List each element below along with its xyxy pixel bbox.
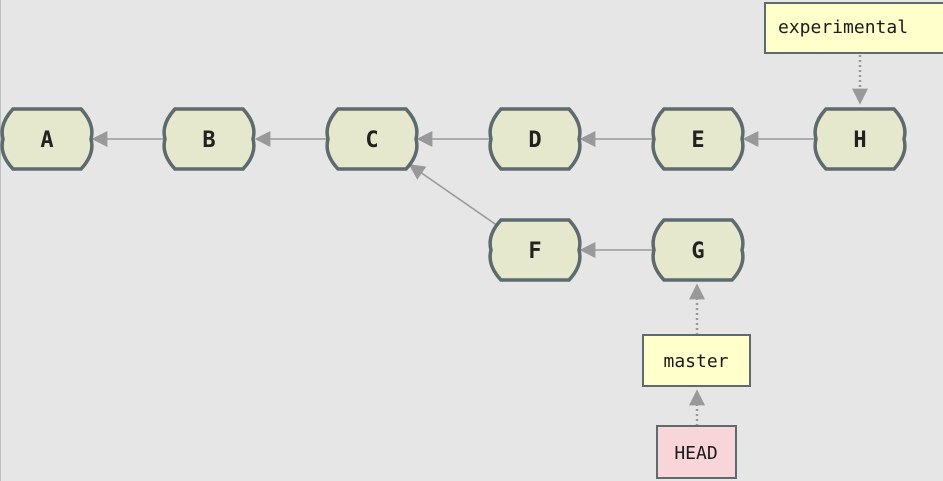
head-label: HEAD — [674, 443, 717, 464]
commit-label-d: D — [528, 128, 541, 153]
commit-shape-a — [0, 107, 94, 171]
commit-shape-d — [488, 107, 582, 171]
commit-label-c: C — [365, 128, 378, 153]
commit-shape-h — [813, 107, 907, 171]
commit-shape-e — [651, 107, 745, 171]
commit-node-g: G — [651, 218, 745, 282]
link-f-to-c — [408, 164, 499, 227]
refs: experimental master HEAD — [642, 2, 943, 479]
branch-label-experimental: experimental — [778, 17, 908, 38]
head-ref: HEAD — [656, 425, 737, 479]
branch-ref-experimental: experimental — [764, 2, 943, 54]
commit-shape-c — [325, 107, 419, 171]
commit-label-h: H — [853, 128, 866, 153]
commit-shape-f — [488, 218, 582, 282]
commit-shape-b — [162, 107, 256, 171]
commit-node-c: C — [325, 107, 419, 171]
branch-box-experimental — [764, 2, 943, 54]
commit-node-e: E — [651, 107, 745, 171]
ref-pointers — [689, 55, 868, 426]
commit-node-b: B — [162, 107, 256, 171]
parent-links — [91, 131, 818, 258]
commit-label-g: G — [691, 239, 704, 264]
branch-ref-master: master — [642, 334, 751, 387]
commit-node-h: H — [813, 107, 907, 171]
commit-shape-g — [651, 218, 745, 282]
commit-nodes: A B C D E H F G — [0, 107, 907, 282]
commit-label-a: A — [40, 128, 53, 153]
branch-label-master: master — [663, 351, 728, 372]
commit-node-d: D — [488, 107, 582, 171]
commit-node-a: A — [0, 107, 94, 171]
head-box — [656, 425, 737, 479]
commit-label-f: F — [528, 239, 541, 264]
branch-box-master — [642, 334, 751, 387]
commit-label-e: E — [691, 128, 704, 153]
commit-node-f: F — [488, 218, 582, 282]
commit-label-b: B — [202, 128, 215, 153]
